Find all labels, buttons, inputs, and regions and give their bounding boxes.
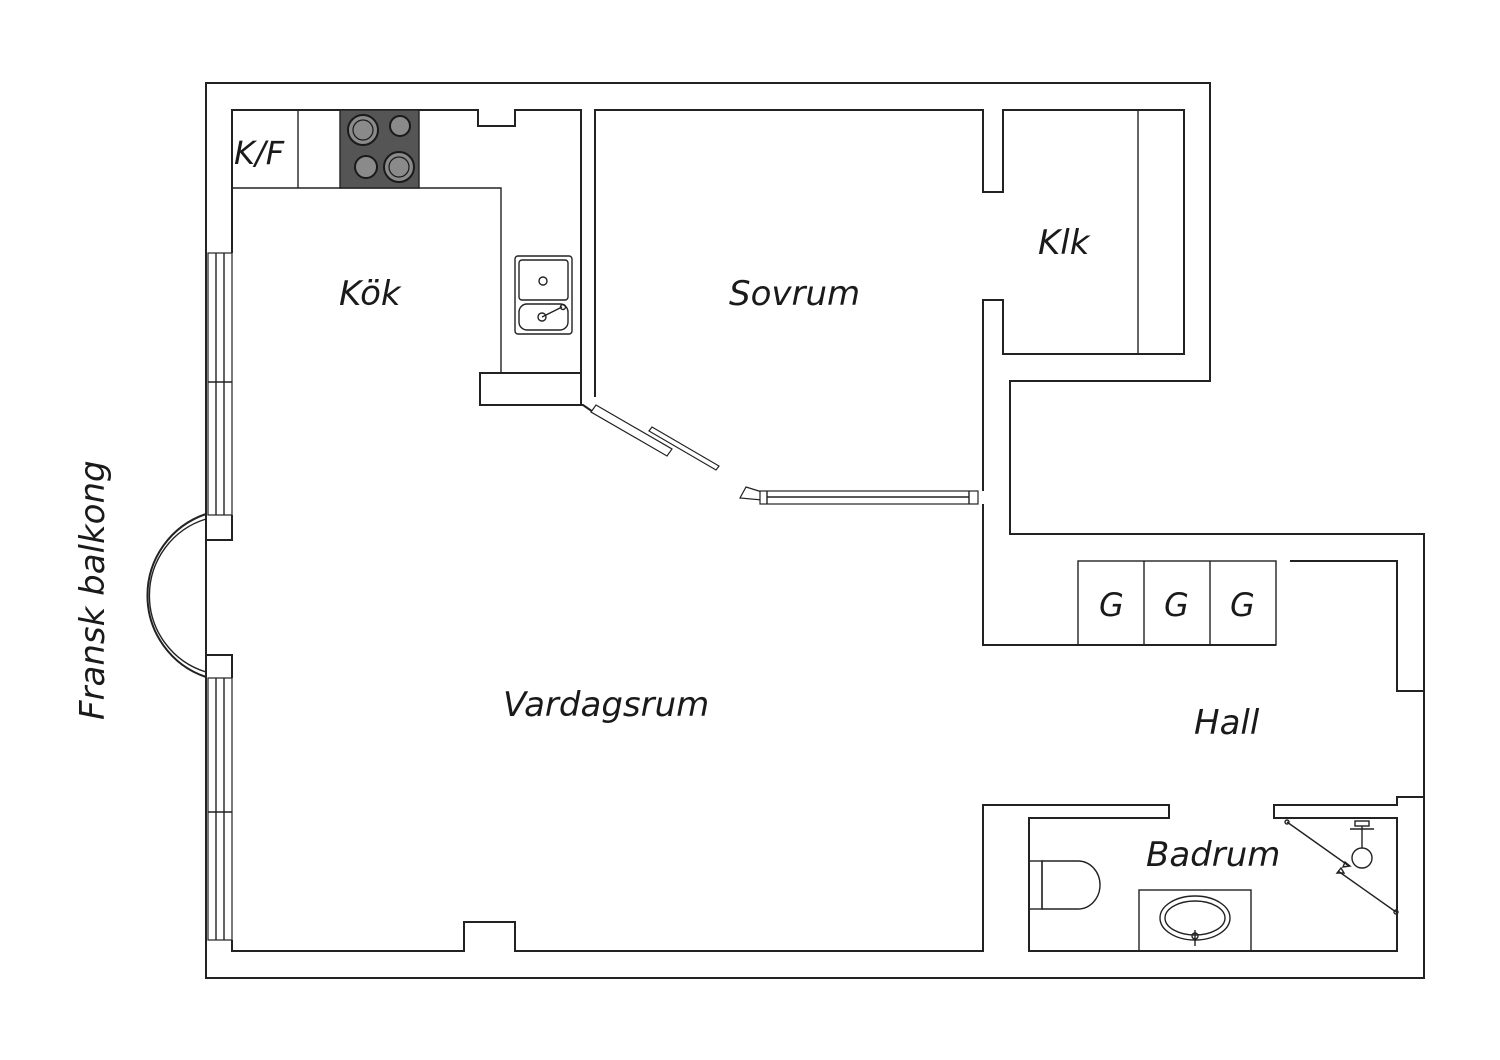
kitchen-sink bbox=[514, 255, 573, 335]
room-label-hall: Hall bbox=[1194, 703, 1260, 743]
room-label-living: Vardagsrum bbox=[503, 685, 709, 725]
wardrobes bbox=[1077, 560, 1277, 646]
label-wardrobe-3: G bbox=[1230, 586, 1255, 624]
kitchen-counter bbox=[232, 187, 502, 373]
label-wardrobe-2: G bbox=[1164, 586, 1189, 624]
hall-wall bbox=[982, 504, 1424, 692]
stove bbox=[339, 109, 420, 189]
label-french-balcony: Fransk balkong bbox=[73, 460, 113, 720]
room-label-bedroom: Sovrum bbox=[729, 274, 860, 314]
bedroom-sliding-door bbox=[759, 490, 979, 505]
room-label-bathroom: Badrum bbox=[1146, 835, 1280, 875]
bedroom-wall bbox=[594, 109, 1185, 491]
outer-wall bbox=[205, 82, 1425, 979]
kitchen-door-wall bbox=[480, 404, 597, 415]
living-room-wall bbox=[206, 515, 1424, 952]
french-balcony-arc bbox=[146, 513, 207, 678]
bedroom-door bbox=[590, 404, 763, 501]
window-upper bbox=[207, 252, 233, 516]
room-label-closet: Klk bbox=[1038, 223, 1091, 263]
window-lower bbox=[207, 677, 233, 941]
shower bbox=[1284, 819, 1399, 915]
bathroom-sink bbox=[1138, 889, 1252, 952]
toilet bbox=[1028, 860, 1101, 910]
french-balcony-arc-inner bbox=[148, 518, 207, 673]
label-wardrobe-1: G bbox=[1099, 586, 1124, 624]
room-label-kitchen: Kök bbox=[339, 274, 402, 314]
label-fridge-freezer: K/F bbox=[234, 134, 285, 172]
